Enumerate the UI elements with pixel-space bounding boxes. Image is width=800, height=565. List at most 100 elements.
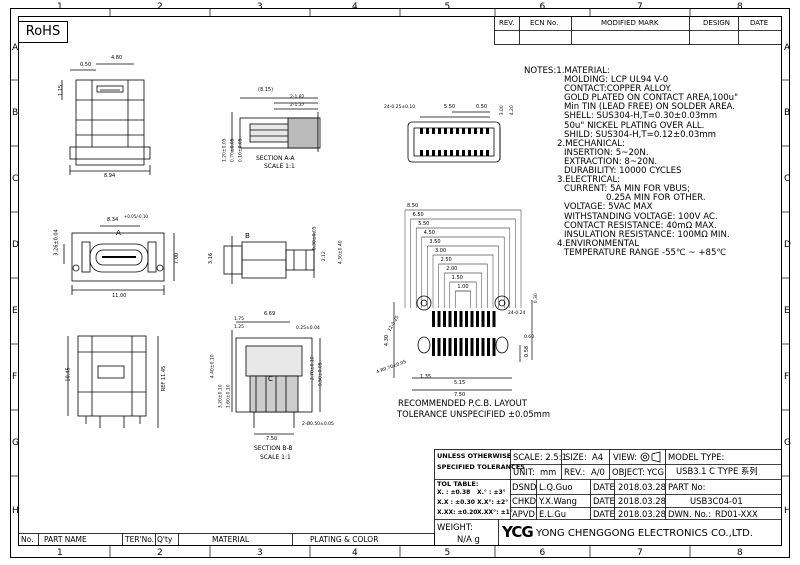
pcb-dim-label: 1.00 <box>457 284 469 290</box>
zone-row-label: C <box>784 174 791 184</box>
dim-label: 0.25±0.04 <box>296 326 320 331</box>
view-label: VIEW: <box>613 452 638 462</box>
date-header: DATE <box>750 19 769 27</box>
bom-ter-no-header: TER'No. <box>125 535 155 544</box>
dsnd-label: DSND <box>512 482 537 492</box>
modified-mark-header: MODIFIED MARK <box>601 19 659 27</box>
top-view <box>61 63 151 175</box>
note-line: CONTACT RESISTANCE: 40mΩ MAX. <box>564 220 717 231</box>
scale-field: SCALE: 2.5:1 <box>513 452 567 462</box>
section-marker-b: B <box>245 232 250 240</box>
pcb-pad <box>443 311 446 327</box>
size-value: A4 <box>592 452 604 462</box>
weight-value: N/A g <box>457 534 480 544</box>
zone-row-label: E <box>12 306 18 316</box>
rev-header: REV. <box>499 19 515 27</box>
dim-label: 7.50 <box>454 392 466 398</box>
zone-row-label: F <box>12 372 18 382</box>
date-label: DATE <box>593 496 615 506</box>
pcb-pad <box>437 311 441 327</box>
rev-label: REV.: <box>564 467 586 477</box>
dim-label: 0.58 <box>524 345 531 358</box>
company-name: YONG CHENGGONG ELECTRONICS CO.,LTD. <box>536 528 753 539</box>
pcb-dim-label: 5.50 <box>418 221 430 227</box>
note-line: MOLDING: LCP UL94 V-0 <box>564 75 669 86</box>
zone-row-label: C <box>12 174 19 184</box>
tol-row: X.X°: ±2° <box>477 499 509 506</box>
zone-row-label: A <box>12 43 19 53</box>
section-aa-view <box>231 97 321 152</box>
section-marker-a: A <box>116 229 121 237</box>
bom-part-name-header: PART NAME <box>44 535 87 544</box>
projection-symbol-icon <box>640 451 661 463</box>
section-aa-scale: SCALE 1:1 <box>264 163 295 170</box>
footprint-pin <box>474 128 477 134</box>
note-line: TEMPERATURE RANGE -55℃ ~ +85℃ <box>564 247 727 258</box>
dim-label: 2.70±0.10 <box>310 356 316 381</box>
zone-row-label: D <box>784 240 791 250</box>
dsnd-name: L.Q.Guo <box>539 482 573 492</box>
zone-col-label: 2 <box>157 2 163 12</box>
dim-label: 3.26±0.04 <box>53 229 60 256</box>
pcb-pad <box>481 311 485 327</box>
footprint-pin <box>480 150 483 156</box>
footprint-pin <box>456 128 459 134</box>
note-line: SHILD: SUS304-H,T=0.12±0.03mm <box>564 129 717 140</box>
pad-footprint-view <box>407 111 501 163</box>
pcb-pad <box>459 311 463 327</box>
dim-label: 24-0.24 <box>508 311 526 316</box>
pcb-dim-label: 1.50 <box>451 275 463 281</box>
footprint-pin <box>474 150 477 156</box>
note-line: INSULATION RESISTANCE: 100MΩ MIN. <box>564 229 730 240</box>
section-bb-view <box>231 321 321 435</box>
section-bb-title: SECTION B-B <box>254 445 293 452</box>
footprint-pins <box>420 128 489 156</box>
footprint-pin <box>438 150 441 156</box>
dim-label: 1.20±0.05 <box>222 138 228 163</box>
zone-row-label: G <box>784 438 791 448</box>
tol-row: X.XX°: ±1° <box>477 509 513 516</box>
unit-value: mm <box>540 467 557 477</box>
dwn-no-value: RD01-XXX <box>715 509 758 519</box>
pcb-pad <box>492 311 496 327</box>
company-logo: YCG <box>502 523 534 541</box>
footprint-pin <box>486 150 489 156</box>
zone-row-label: B <box>12 108 19 118</box>
dim-label: 0.50 <box>476 104 488 110</box>
notes-block: NOTES:1.MATERIAL: MOLDING: LCP UL94 V-0 … <box>524 66 739 258</box>
note-line: DURABILITY: 10000 CYCLES <box>564 166 682 177</box>
footprint-pin <box>444 128 447 134</box>
footprint-pin <box>450 150 453 156</box>
zone-row-label: H <box>784 505 791 516</box>
dim-label: 8.34 <box>107 217 119 223</box>
footprint-pin <box>462 150 465 156</box>
zone-col-label: 4 <box>352 548 358 558</box>
note-line: GOLD PLATED ON CONTACT AREA,100u" <box>564 93 739 104</box>
pcb-pads <box>432 311 496 356</box>
front-view <box>63 225 175 295</box>
date-label: DATE <box>593 509 615 519</box>
date-label: DATE <box>593 482 615 492</box>
dim-label: +0.05/-0.10 <box>124 214 148 219</box>
zone-col-label: 8 <box>737 2 743 12</box>
pcb-pad <box>443 338 446 356</box>
dim-label: 10.45 <box>65 367 72 382</box>
dim-label: 4.30±0.40 <box>338 240 344 265</box>
zone-col-label: 5 <box>444 548 451 558</box>
footprint-pin <box>480 128 483 134</box>
dim-label: 1.60±0.10 <box>226 384 232 409</box>
object-value: YCG <box>647 467 664 477</box>
dim-label: 3.20±0.10 <box>218 384 224 409</box>
dwn-no-label: DWN. No.: <box>668 509 712 519</box>
chkd-name: Y.X.Wang <box>539 496 577 506</box>
section-marker-c: C <box>268 375 273 383</box>
pcb-pad <box>459 338 463 356</box>
zone-row-label: B <box>784 108 791 118</box>
tol-table-label: TOL TABLE: <box>437 480 479 488</box>
dim-label: 1.75 <box>234 317 245 322</box>
rohs-badge: RoHS <box>18 21 68 43</box>
unit-label: UNIT: <box>513 467 535 477</box>
footprint-pin <box>432 150 435 156</box>
dim-label: 0.10±0.05 <box>238 138 244 163</box>
